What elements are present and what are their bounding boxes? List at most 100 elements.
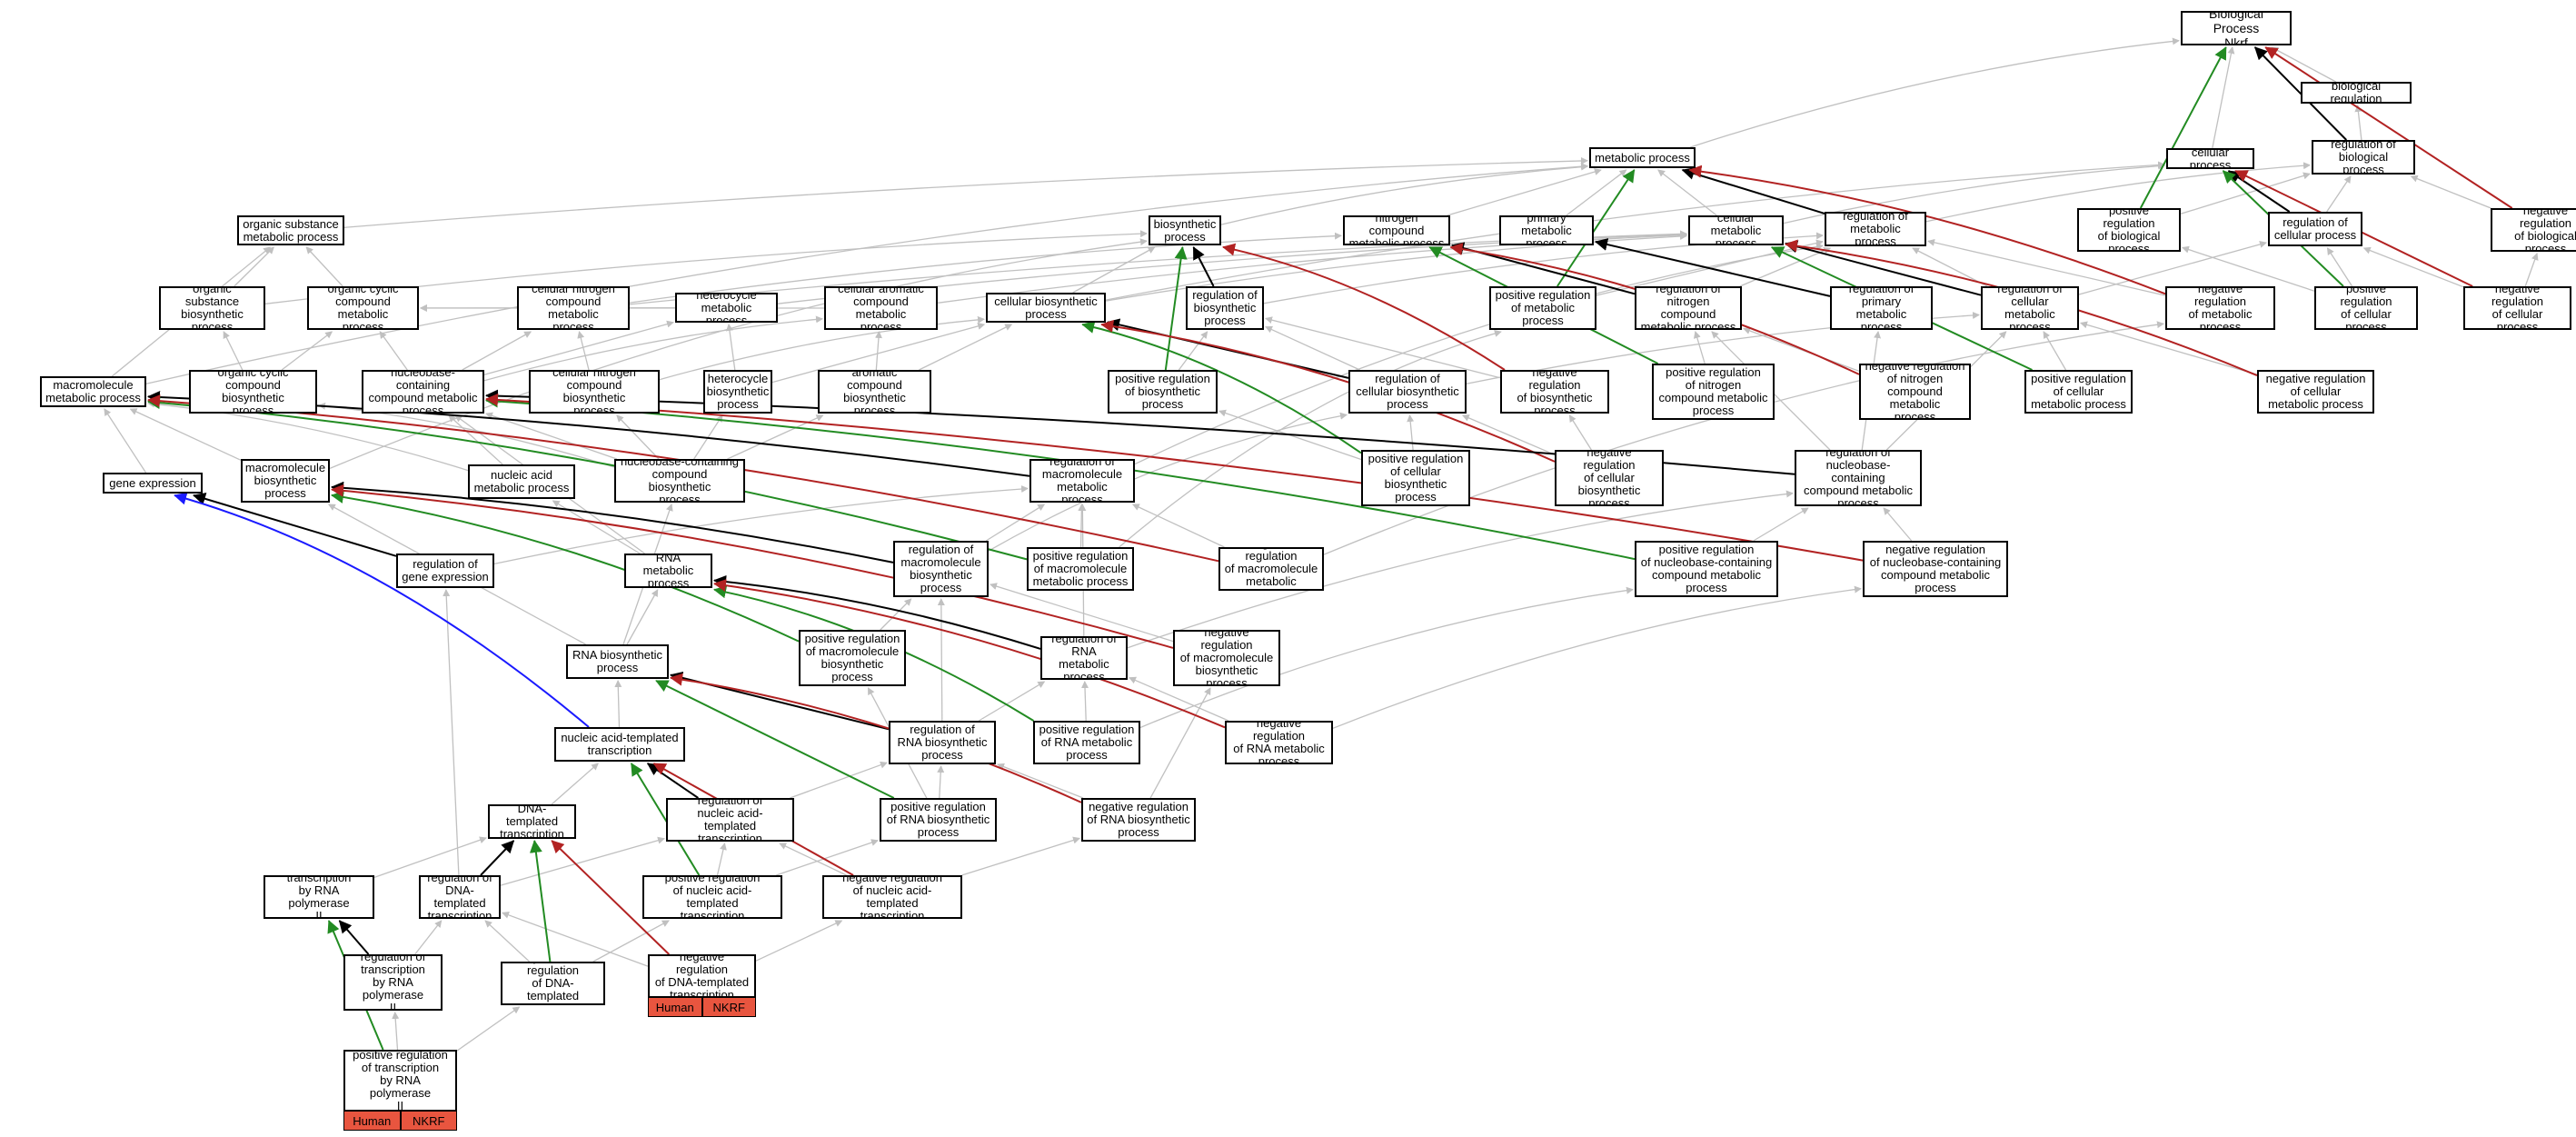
go-term-label-line: organic substance [184,286,240,308]
go-term-label-line: process [2009,320,2051,330]
go-term-label: metabolic process [1595,151,1690,165]
go-term-geneexp[interactable]: gene expression [103,473,203,494]
go-term-label-line: negative regulation [842,875,942,884]
go-term-cellproc[interactable]: cellular process [2166,148,2254,169]
edge-posregcell-to-regcell [2326,247,2353,287]
edge-posregnucbase-to-regnucbase [1753,507,1809,542]
go-term-label-line: regulation of [1848,286,1915,295]
go-term-label-line: regulation of [1049,459,1115,468]
go-term-label-line: process [1715,235,1757,245]
edge-geneexp-to-macro [104,408,147,474]
go-term-bioreg[interactable]: biological regulation [2301,82,2412,104]
go-term-label-line: of nucleobase-containing [1640,555,1773,569]
go-term-label-line: RNA biosynthetic [572,648,662,662]
edge-orgsubbio-to-orgsub [234,246,275,287]
go-term-label-line: positive regulation [2340,286,2392,308]
go-term-label-line: negative regulation [1200,630,1253,652]
edge-orgcycbio-to-orgsubbio [223,331,244,371]
go-term-metab[interactable]: metabolic process [1589,147,1696,168]
go-term-label-line: aromatic compound [847,370,902,392]
go-term-label-line: biosynthetic [910,568,972,582]
edge-posregdnatrans-to-posregnattrans [592,920,670,962]
